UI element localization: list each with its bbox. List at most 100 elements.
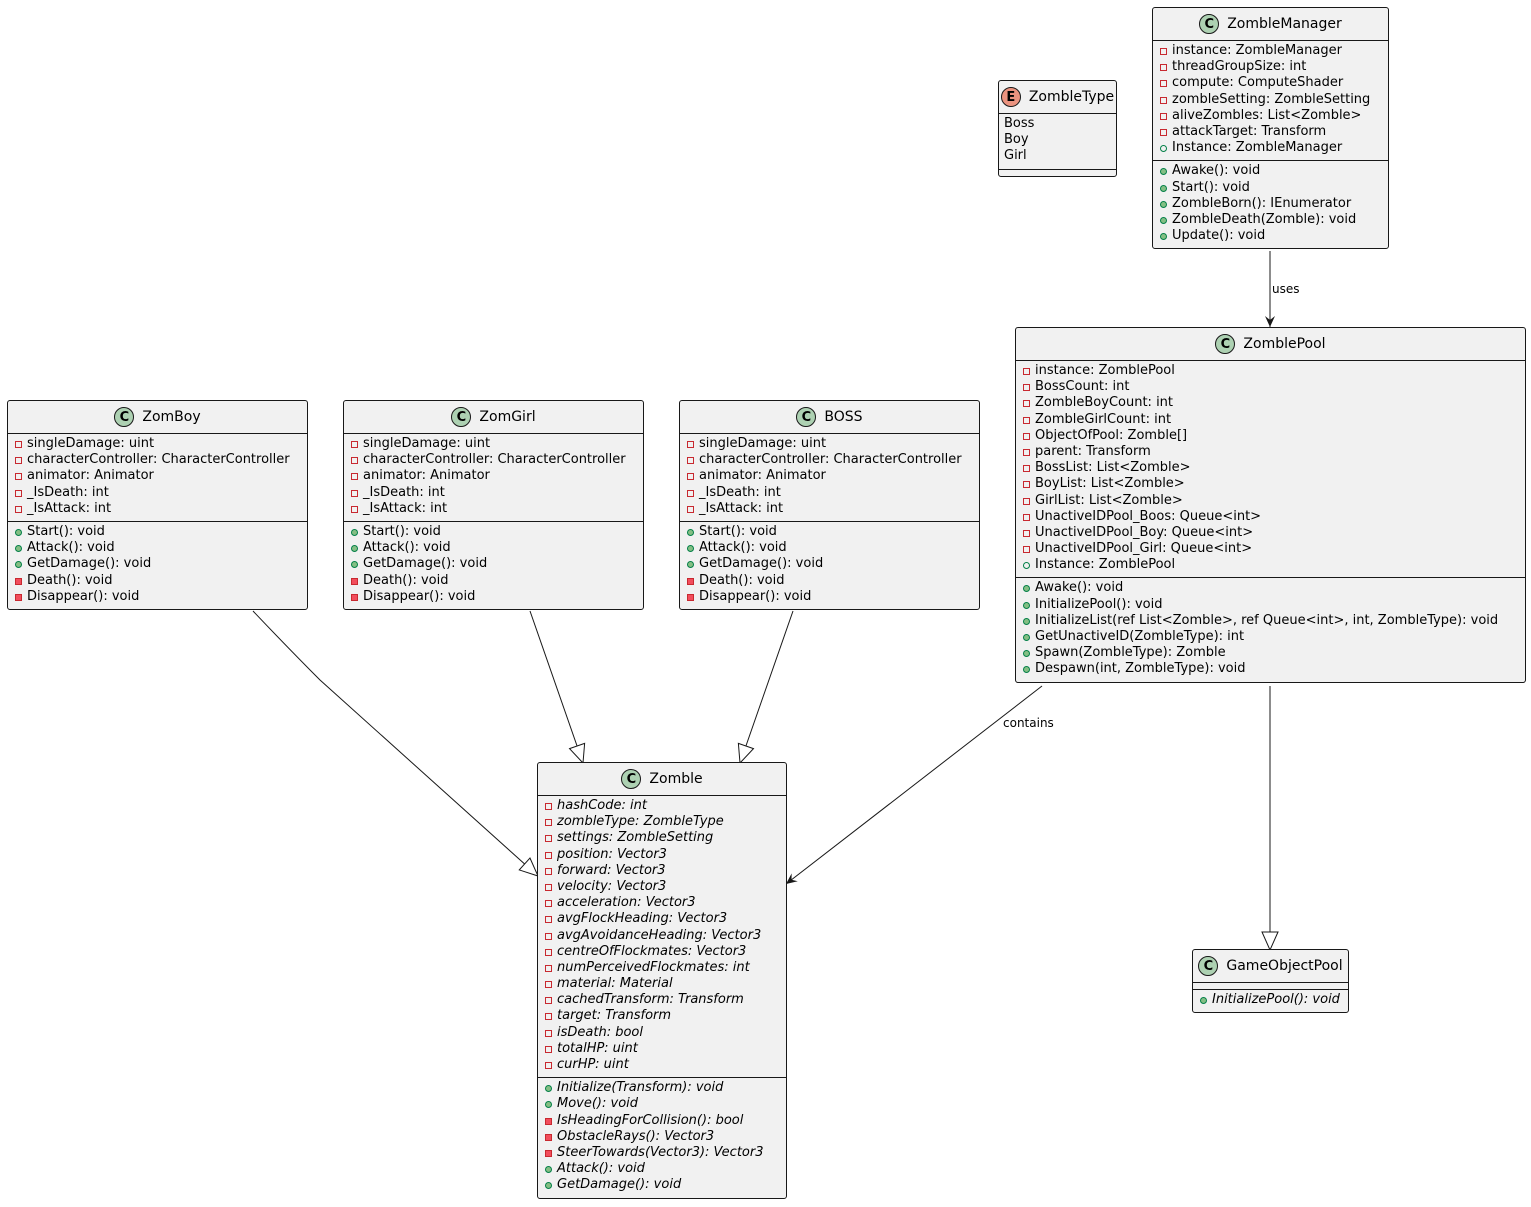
- private-visibility-icon: [545, 932, 552, 940]
- class-icon: C: [796, 407, 817, 427]
- private-visibility-icon: [351, 593, 358, 601]
- member-text: _IsAttack: int: [699, 500, 784, 516]
- attribute-row: isDeath: bool: [538, 1025, 786, 1041]
- method-row: Death(): void: [8, 573, 307, 589]
- method-row: GetDamage(): void: [538, 1177, 786, 1193]
- member-text: BossList: List<Zomble>: [1035, 460, 1191, 476]
- method-row: ObstacleRays(): Vector3: [538, 1129, 786, 1145]
- method-row: Disappear(): void: [8, 589, 307, 605]
- public-visibility-icon: [1023, 650, 1030, 658]
- public-visibility-icon: [1200, 997, 1207, 1004]
- private-visibility-icon: [687, 473, 694, 481]
- attribute-row: ZombleGirlCount: int: [1016, 412, 1525, 428]
- method-row: InitializePool(): void: [1193, 992, 1348, 1008]
- public-visibility-icon: [1023, 562, 1030, 570]
- private-visibility-icon: [545, 819, 552, 827]
- attribute-row: _IsAttack: int: [8, 501, 307, 517]
- private-visibility-icon: [687, 505, 694, 513]
- member-text: Disappear(): void: [699, 588, 812, 604]
- private-visibility-icon: [1160, 64, 1167, 72]
- attribute-row: settings: ZombleSetting: [538, 830, 786, 846]
- private-visibility-icon: [545, 900, 552, 908]
- private-visibility-icon: [1023, 368, 1030, 375]
- private-visibility-icon: [351, 577, 358, 585]
- attribute-row: _IsAttack: int: [680, 501, 979, 517]
- private-visibility-icon: [15, 505, 22, 513]
- class-name: ZomBoy: [142, 409, 201, 425]
- attribute-row: characterController: CharacterController: [344, 452, 643, 468]
- method-row: Disappear(): void: [680, 589, 979, 605]
- attribute-row: material: Material: [538, 976, 786, 992]
- member-text: Awake(): void: [1035, 580, 1124, 596]
- member-text: _IsAttack: int: [363, 500, 448, 516]
- private-visibility-icon: [1160, 80, 1167, 88]
- method-row: Start(): void: [344, 524, 643, 540]
- method-row: Attack(): void: [680, 540, 979, 556]
- attribute-row: zombleSetting: ZombleSetting: [1153, 92, 1388, 108]
- member-text: InitializePool(): void: [1212, 992, 1340, 1007]
- attribute-row: forward: Vector3: [538, 863, 786, 879]
- class-icon: C: [1198, 956, 1219, 976]
- member-text: ZombleBoyCount: int: [1035, 395, 1174, 411]
- public-visibility-icon: [1023, 634, 1030, 641]
- attribute-row: characterController: CharacterController: [680, 452, 979, 468]
- member-text: target: Transform: [557, 1008, 672, 1024]
- attribute-row: UnactiveIDPool_Boy: Queue<int>: [1016, 525, 1525, 541]
- private-visibility-icon: [1160, 128, 1167, 136]
- member-text: compute: ComputeShader: [1172, 75, 1344, 91]
- member-text: InitializePool(): void: [1035, 596, 1163, 612]
- private-visibility-icon: [545, 835, 552, 843]
- private-visibility-icon: [1023, 481, 1030, 489]
- member-text: Death(): void: [27, 572, 113, 588]
- private-visibility-icon: [15, 457, 22, 465]
- attribute-row: UnactiveIDPool_Girl: Queue<int>: [1016, 541, 1525, 557]
- method-row: Update(): void: [1153, 228, 1388, 244]
- member-text: UnactiveIDPool_Boos: Queue<int>: [1035, 508, 1262, 524]
- member-text: Boy: [1004, 132, 1029, 148]
- public-visibility-icon: [545, 1182, 552, 1190]
- member-text: Attack(): void: [27, 540, 115, 556]
- attribute-row: zombleType: ZombleType: [538, 814, 786, 830]
- private-visibility-icon: [545, 1013, 552, 1021]
- member-text: forward: Vector3: [557, 862, 666, 878]
- private-visibility-icon: [1023, 465, 1030, 473]
- public-visibility-icon: [545, 1101, 552, 1109]
- attribute-row: velocity: Vector3: [538, 879, 786, 895]
- member-text: Start(): void: [27, 523, 105, 539]
- private-visibility-icon: [545, 981, 552, 989]
- member-text: Attack(): void: [699, 540, 787, 556]
- class-icon: C: [1199, 14, 1220, 34]
- private-visibility-icon: [1023, 513, 1030, 521]
- public-visibility-icon: [15, 545, 22, 553]
- member-text: curHP: uint: [557, 1057, 629, 1072]
- member-text: isDeath: bool: [557, 1024, 643, 1040]
- member-text: BoyList: List<Zomble>: [1035, 476, 1185, 492]
- private-visibility-icon: [351, 457, 358, 465]
- private-visibility-icon: [687, 489, 694, 497]
- member-text: animator: Animator: [699, 468, 826, 484]
- attribute-row: instance: ZomblePool: [1016, 363, 1525, 379]
- public-visibility-icon: [1023, 666, 1030, 674]
- public-visibility-icon: [1160, 216, 1167, 224]
- member-text: ZombleBorn(): IEnumerator: [1172, 195, 1352, 211]
- member-text: ZombleDeath(Zomble): void: [1172, 211, 1357, 227]
- method-row: GetDamage(): void: [680, 556, 979, 572]
- method-row: ZombleDeath(Zomble): void: [1153, 212, 1388, 228]
- member-text: Girl: [1004, 148, 1027, 164]
- private-visibility-icon: [545, 1062, 552, 1069]
- attribute-row: animator: Animator: [344, 468, 643, 484]
- private-visibility-icon: [1023, 384, 1030, 392]
- member-text: material: Material: [557, 976, 673, 992]
- member-text: hashCode: int: [557, 798, 647, 813]
